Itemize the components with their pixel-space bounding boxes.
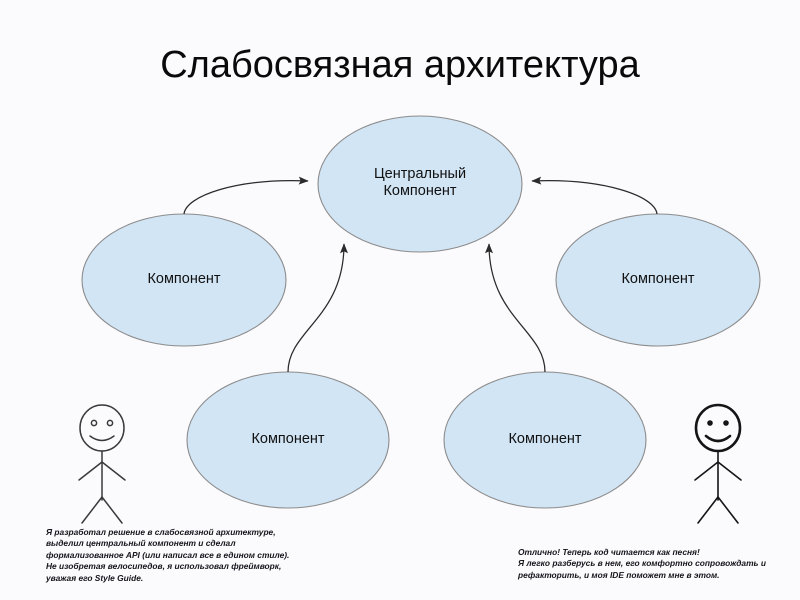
eye-left-1 bbox=[90, 419, 98, 427]
node-central-component[interactable] bbox=[317, 115, 523, 253]
leg-right-2 bbox=[717, 496, 739, 524]
arm-left-2 bbox=[101, 461, 126, 481]
node-component-bottom-left[interactable] bbox=[186, 371, 390, 509]
leg-left-2 bbox=[101, 496, 123, 524]
mouth-left bbox=[89, 435, 115, 442]
eye-right-2 bbox=[723, 420, 729, 426]
eye-right-1 bbox=[707, 420, 713, 426]
arm-right-1 bbox=[694, 461, 719, 481]
mouth-right bbox=[704, 434, 732, 443]
page-title: Слабосвязная архитектура bbox=[160, 44, 640, 86]
leg-left-1 bbox=[81, 496, 103, 524]
node-component-right[interactable] bbox=[555, 213, 761, 347]
arrow-bottom-right-to-center bbox=[485, 243, 546, 373]
node-component-bottom-right[interactable] bbox=[443, 371, 647, 509]
head-left bbox=[79, 404, 125, 452]
arrow-right-to-center bbox=[531, 176, 658, 215]
arm-right-2 bbox=[717, 461, 742, 481]
developer-right bbox=[694, 403, 742, 524]
arrow-left-to-center bbox=[183, 176, 309, 215]
developer-left bbox=[78, 404, 126, 524]
leg-right-1 bbox=[697, 496, 719, 524]
head-right bbox=[694, 403, 742, 453]
arm-left-1 bbox=[78, 461, 103, 481]
node-component-left[interactable] bbox=[81, 213, 287, 347]
caption-developer-right: Отлично! Теперь код читается как песня! … bbox=[518, 547, 766, 580]
arrow-bottom-left-to-center bbox=[287, 243, 348, 373]
caption-developer-left: Я разработал решение в слабосвязной архи… bbox=[46, 527, 290, 583]
eye-left-2 bbox=[106, 419, 114, 427]
